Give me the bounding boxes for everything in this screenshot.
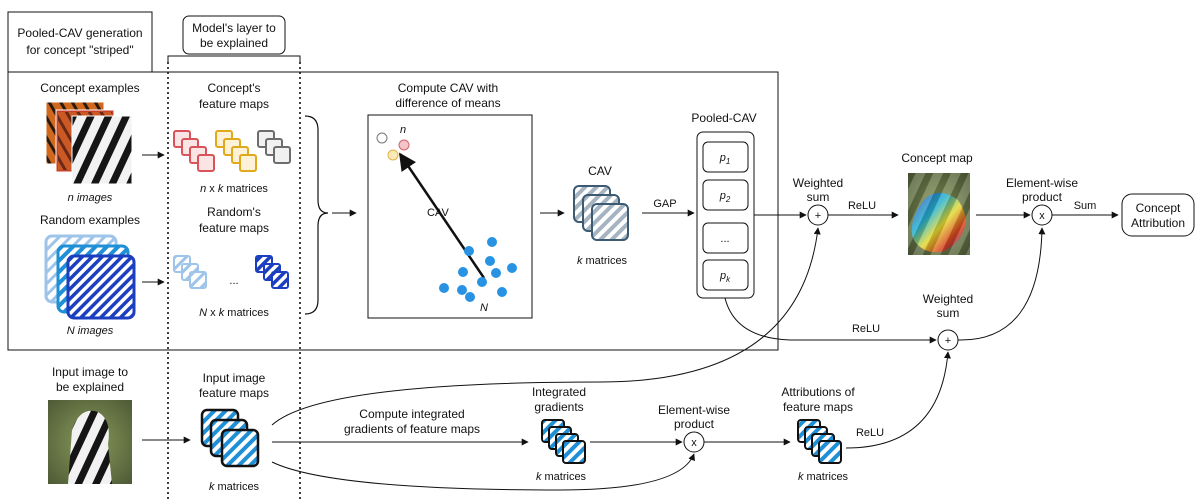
title-line-2: for concept "striped"	[26, 43, 133, 57]
sum-label: Sum	[1074, 200, 1097, 212]
wsum2-line-2: sum	[937, 306, 960, 320]
pooled-cav-region	[7, 71, 779, 351]
concept-map-label: Concept map	[901, 151, 973, 165]
random-maps-dims: N x k matrices	[199, 307, 269, 319]
cav-label-N: N	[480, 302, 488, 314]
concept-maps-line-1: Concept's	[208, 81, 261, 95]
wsum1-line-1: Weighted	[793, 176, 843, 190]
gap-label: GAP	[653, 198, 676, 210]
cav-label-n: n	[400, 124, 406, 136]
cav-stack-dims: k matrices	[577, 255, 628, 267]
title-line-1: Pooled-CAV generation	[17, 26, 142, 40]
p2-label: p2	[719, 190, 731, 204]
cav-stack-label: CAV	[588, 164, 612, 178]
pooled-ellipsis: ...	[720, 233, 729, 245]
compute-ig-line-1: Compute integrated	[359, 407, 464, 421]
concept-attribution-box	[1121, 193, 1195, 237]
attr-maps-line-2: feature maps	[783, 400, 853, 414]
ig-line-1: Integrated	[532, 385, 586, 399]
random-maps-line-2: feature maps	[199, 221, 269, 235]
pk-label: pk	[719, 270, 731, 284]
ewp-top-line-1: Element-wise	[1006, 176, 1078, 190]
ig-line-2: gradients	[534, 400, 583, 414]
attr-maps	[797, 419, 842, 464]
concept-maps-dims: n x k matrices	[200, 183, 268, 195]
random-examples-count: N images	[67, 325, 114, 337]
arrow-maps-to-ewp	[271, 453, 695, 491]
cav-plot-box	[367, 114, 533, 319]
layer-label-box	[182, 15, 286, 55]
cav-stack	[573, 185, 629, 241]
ig-dims: k matrices	[536, 471, 587, 483]
concept-examples-count: n images	[68, 192, 113, 204]
arrow-attr-to-wsum2	[845, 351, 951, 449]
cav-vector-label: CAV	[427, 207, 449, 219]
input-maps-line-1: Input image	[203, 371, 266, 385]
title-box	[7, 11, 153, 73]
ig-maps	[541, 419, 586, 464]
pooled-cav-label: Pooled-CAV	[691, 111, 756, 125]
cav-vector-arrow	[398, 152, 486, 279]
compute-ig-line-2: gradients of feature maps	[344, 422, 480, 436]
ewp-bottom-line-2: product	[674, 417, 715, 431]
arrow-maps-to-wsum1	[271, 227, 821, 426]
arrow-wsum2-to-product	[957, 227, 1046, 341]
relu-label-3: ReLU	[856, 427, 884, 439]
wsum1-symbol: +	[815, 210, 821, 222]
compute-cav-line-1: Compute CAV with	[398, 81, 498, 95]
layer-label-line-1: Model's layer to	[192, 21, 276, 35]
input-image	[48, 400, 132, 484]
input-maps-line-2: feature maps	[199, 386, 269, 400]
ewp-bottom-symbol: x	[691, 437, 697, 449]
compute-cav-line-2: difference of means	[395, 96, 500, 110]
p1-label: p1	[719, 152, 731, 166]
input-image-line-1: Input image to	[52, 365, 128, 379]
ewp-bottom-line-1: Element-wise	[658, 403, 730, 417]
random-feature-maps	[173, 255, 289, 289]
ewp-top-line-2: product	[1022, 190, 1063, 204]
random-maps-ellipsis: ...	[229, 275, 238, 287]
wsum1-line-2: sum	[807, 190, 830, 204]
arrow-pooled-to-wsum2	[724, 297, 937, 344]
concept-map-image	[908, 173, 970, 255]
relu-label-2: ReLU	[852, 323, 880, 335]
input-maps-dims: k matrices	[209, 481, 260, 493]
wsum2-line-1: Weighted	[923, 292, 973, 306]
concept-feature-maps	[173, 130, 291, 172]
random-examples-label: Random examples	[40, 213, 140, 227]
random-maps-line-1: Random's	[207, 205, 261, 219]
layer-label-line-2: be explained	[200, 36, 268, 50]
concept-points	[376, 132, 410, 161]
concept-example-images	[45, 101, 133, 185]
random-points	[439, 237, 517, 302]
relu-label-1: ReLU	[848, 200, 876, 212]
wsum2-symbol: +	[945, 335, 951, 347]
concept-examples-label: Concept examples	[40, 81, 139, 95]
attr-maps-line-1: Attributions of	[781, 385, 855, 399]
feature-maps-brace	[304, 115, 329, 315]
concept-maps-line-2: feature maps	[199, 97, 269, 111]
pooled-cav-cells	[702, 141, 749, 291]
concept-attribution-line-1: Concept	[1136, 201, 1181, 215]
input-feature-maps	[200, 408, 260, 468]
input-image-line-2: be explained	[56, 380, 124, 394]
layer-bracket	[167, 55, 301, 62]
ewp-top-symbol: x	[1039, 210, 1045, 222]
concept-attribution-line-2: Attribution	[1131, 216, 1185, 230]
random-example-images	[44, 234, 136, 320]
attr-maps-dims: k matrices	[798, 471, 849, 483]
